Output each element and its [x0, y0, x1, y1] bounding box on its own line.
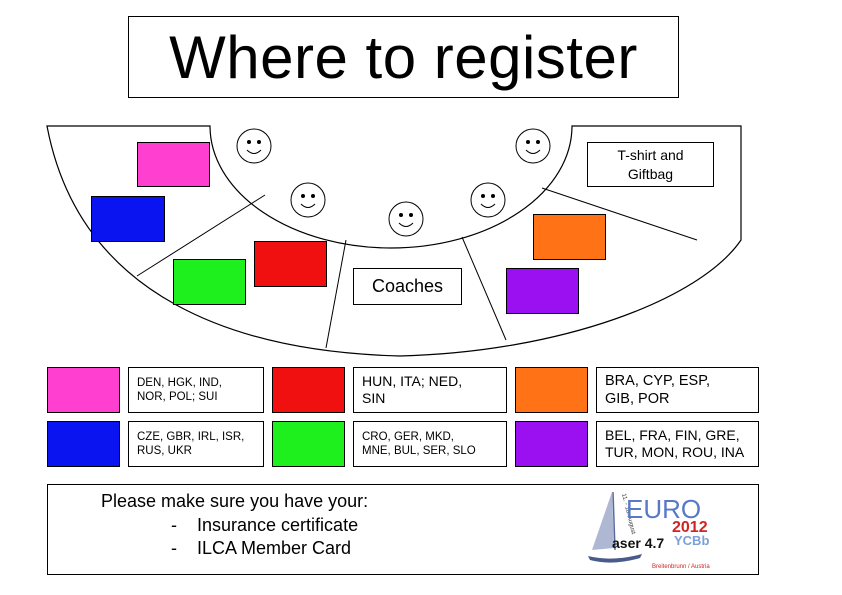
- coaches-label: Coaches: [371, 276, 444, 296]
- logo-org: YCBb: [674, 533, 709, 548]
- legend-swatch-green: [272, 421, 345, 467]
- legend-swatch-purple: [515, 421, 588, 467]
- bullet-dash: -: [171, 515, 177, 535]
- legend-countries-text: DEN, HGK, IND, NOR, POL; SUI: [137, 376, 222, 403]
- reminder-heading: Please make sure you have your:: [101, 491, 369, 511]
- divider-line-4: [541, 187, 698, 241]
- desk-orange: [533, 214, 606, 260]
- legend-swatch-orange: [515, 367, 588, 413]
- desk-green: [173, 259, 246, 305]
- legend-countries-purple: BEL, FRA, FIN, GRE, TUR, MON, ROU, INA: [596, 421, 759, 467]
- floor-plan: [46, 125, 742, 357]
- desk-purple: [506, 268, 579, 314]
- legend-countries-text: HUN, ITA; NED, SIN: [362, 372, 463, 407]
- legend-countries-blue: CZE, GBR, IRL, ISR, RUS, UKR: [128, 421, 264, 467]
- sail-icon: [592, 492, 614, 550]
- reminder-item: -ILCA Member Card: [171, 538, 351, 559]
- page-title: Where to register: [169, 23, 638, 91]
- reminder-item-label: Insurance certificate: [197, 515, 359, 535]
- legend-countries-text: BRA, CYP, ESP, GIB, POR: [605, 372, 711, 407]
- reminder-item: -Insurance certificate: [171, 515, 358, 536]
- divider-line-2: [325, 239, 347, 349]
- euro-2012-logo: 11. - 18. August EURO 2012 aser 4.7 YCBb…: [588, 491, 710, 570]
- divider-line-3: [461, 236, 507, 341]
- smiley-icon: [236, 128, 272, 164]
- tshirt-giftbag-desk: T-shirt and Giftbag: [587, 142, 714, 187]
- smiley-icon: [515, 128, 551, 164]
- legend-swatch-blue: [47, 421, 120, 467]
- legend-swatch-pink: [47, 367, 120, 413]
- smiley-icon: [290, 182, 326, 218]
- smiley-icon: [388, 201, 424, 237]
- legend-countries-green: CRO, GER, MKD, MNE, BUL, SER, SLO: [353, 421, 507, 467]
- legend-swatch-red: [272, 367, 345, 413]
- bullet-dash: -: [171, 538, 177, 558]
- legend-countries-pink: DEN, HGK, IND, NOR, POL; SUI: [128, 367, 264, 413]
- logo-place: Breitenbrunn / Austria: [652, 564, 710, 570]
- reminder-box: Please make sure you have your: -Insuran…: [47, 484, 759, 575]
- smiley-icon: [470, 182, 506, 218]
- legend-countries-red: HUN, ITA; NED, SIN: [353, 367, 507, 413]
- legend-countries-text: BEL, FRA, FIN, GRE, TUR, MON, ROU, INA: [605, 426, 745, 461]
- legend-countries-text: CRO, GER, MKD, MNE, BUL, SER, SLO: [362, 430, 476, 457]
- desk-pink: [137, 142, 210, 187]
- legend-countries-text: CZE, GBR, IRL, ISR, RUS, UKR: [137, 430, 245, 457]
- tshirt-giftbag-label: T-shirt and Giftbag: [617, 147, 684, 182]
- reminder-item-label: ILCA Member Card: [197, 538, 352, 558]
- desk-blue: [91, 196, 165, 242]
- coaches-desk: Coaches: [353, 268, 462, 305]
- title-box: Where to register: [128, 16, 679, 98]
- legend-countries-orange: BRA, CYP, ESP, GIB, POR: [596, 367, 759, 413]
- logo-class: aser 4.7: [612, 535, 664, 551]
- divider-line-1: [136, 194, 266, 277]
- logo-year: 2012: [672, 519, 708, 536]
- desk-red: [254, 241, 327, 287]
- logo-euro: EURO: [626, 494, 701, 524]
